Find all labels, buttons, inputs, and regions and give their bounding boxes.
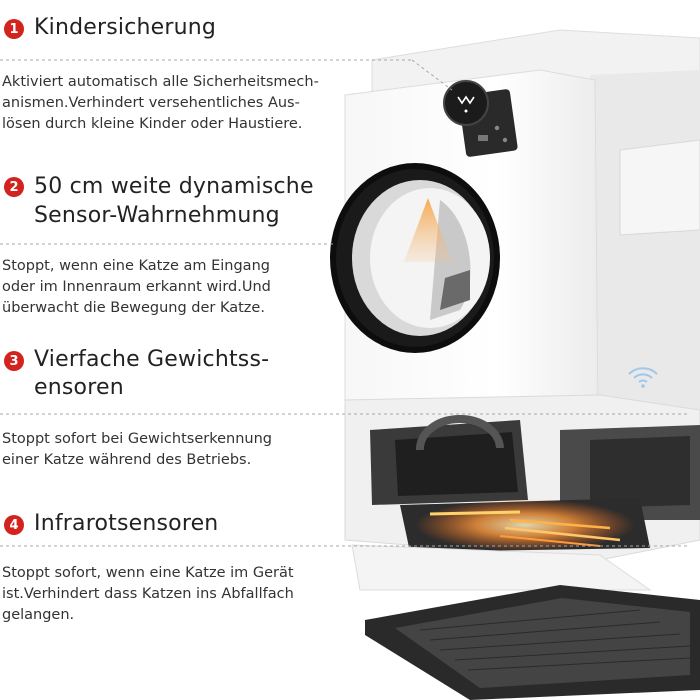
feature-title: Infrarotsensoren	[34, 511, 219, 536]
feature-description: Stoppt, wenn eine Katze am Eingang oder …	[2, 258, 271, 316]
sensor-beam	[404, 198, 452, 262]
feature-heading: 1 Kindersicherung	[4, 14, 216, 42]
feature-title: Vierfache Gewichtss- ensoren	[34, 347, 270, 400]
feature-child-lock: 1 Kindersicherung	[0, 14, 216, 42]
feature-title: Kindersicherung	[34, 15, 217, 40]
feature-number-badge: 4	[4, 515, 24, 535]
feature-heading: 2 50 cm weite dynamische Sensor-Wahrnehm…	[4, 172, 314, 230]
feature-description: Stoppt sofort, wenn eine Katze im Gerät …	[2, 565, 294, 623]
infrared-sensor-glow	[400, 498, 650, 552]
feature-heading: 3 Vierfache Gewichtss- ensoren	[4, 346, 269, 402]
wifi-icon	[628, 367, 658, 388]
feature-number-badge: 1	[4, 19, 24, 39]
feature-description: Aktiviert automatisch alle Sicherheitsme…	[2, 74, 319, 132]
feature-number-badge: 3	[4, 351, 24, 371]
feature-infrared-sensors: 4 Infrarotsensoren	[0, 510, 218, 538]
feature-description: Stoppt sofort bei Gewichtserkennung eine…	[2, 431, 272, 468]
waste-drawer	[365, 585, 700, 700]
feature-weight-sensors: 3 Vierfache Gewichtss- ensoren	[0, 346, 269, 402]
feature-title: 50 cm weite dynamische Sensor-Wahrnehmun…	[34, 174, 314, 228]
feature-number-badge: 2	[4, 177, 24, 197]
feature-dynamic-sensor: 2 50 cm weite dynamische Sensor-Wahrnehm…	[0, 172, 314, 230]
feature-heading: 4 Infrarotsensoren	[4, 510, 218, 538]
entrance-sensor-ring	[330, 163, 500, 353]
child-lock-control	[443, 80, 518, 157]
